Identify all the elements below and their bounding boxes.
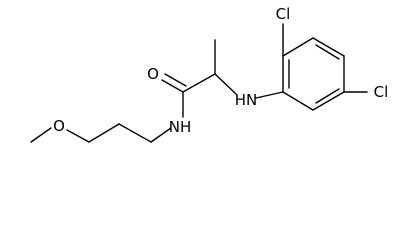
chlorine-label-top: Cl [276,5,291,23]
ring-bond [312,91,345,111]
ether-oxygen-label: O [53,117,65,135]
bond-carbonyl-o-2 [164,73,187,87]
ring-bond-inner [315,44,340,60]
amide-nh-label: NH [169,118,192,136]
chemical-structure-diagram: Cl Cl HN O NH O [30,5,388,143]
bond-carbonyl-o-1 [161,79,184,93]
ring-bond [282,91,314,111]
bond-chain [118,123,152,143]
bond-ring-nh [255,91,284,99]
amine-nh-label: HN [235,91,258,109]
atom-labels: Cl Cl HN O NH O [53,5,388,136]
ring-bond-inner [315,88,340,104]
bond-o-methyl [30,127,52,143]
bond-ch-carbonyl [182,73,216,93]
bond-chain-o [66,129,90,143]
bond-nh-chain [150,127,172,143]
benzene-ring [282,37,345,111]
bond-chain [88,123,120,143]
carbonyl-oxygen-label: O [147,65,159,83]
substituent-bonds [30,23,368,143]
ring-bond [312,37,345,57]
bond-nh-ch [214,73,237,95]
ring-bond [282,37,314,57]
chlorine-label-right: Cl [374,83,389,101]
